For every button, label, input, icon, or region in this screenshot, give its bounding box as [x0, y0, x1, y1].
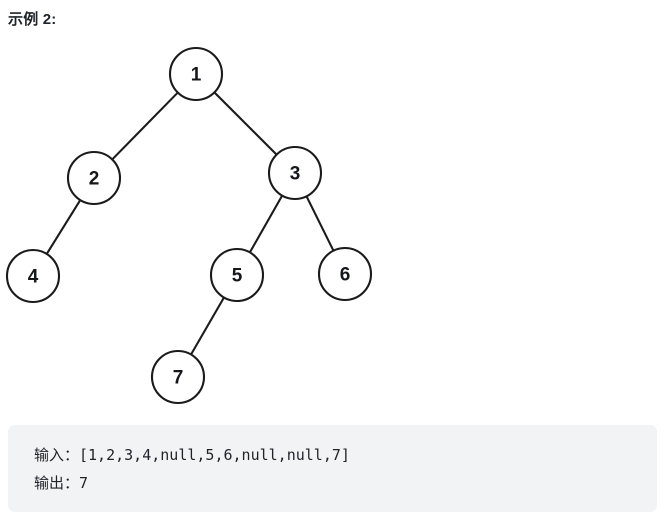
tree-node-1: 1	[168, 46, 224, 102]
tree-node-label-4: 4	[28, 267, 39, 288]
tree-edge-n1-n3	[213, 91, 278, 156]
tree-node-7: 7	[150, 349, 206, 405]
tree-node-label-6: 6	[340, 265, 351, 286]
tree-node-label-7: 7	[173, 368, 184, 389]
tree-node-label-1: 1	[191, 65, 202, 86]
tree-node-4: 4	[5, 248, 61, 304]
tree-node-circle-4	[5, 248, 61, 304]
tree-node-label-5: 5	[232, 266, 243, 287]
tree-nodes-group: 1 2 3 4 5 6 7	[5, 46, 373, 405]
tree-node-circle-2	[66, 150, 122, 206]
example-code-box: 输入：[1,2,3,4,null,5,6,null,null,7] 输出：7	[8, 425, 657, 512]
tree-node-label-2: 2	[89, 169, 100, 190]
page-title: 示例 2:	[8, 11, 57, 28]
tree-edge-n5-n7	[189, 296, 226, 356]
tree-node-circle-6	[317, 246, 373, 302]
tree-node-circle-5	[209, 247, 265, 303]
example-output-line: 输出：7	[34, 474, 89, 492]
tree-edge-n3-n5	[248, 194, 284, 254]
tree-node-5: 5	[209, 247, 265, 303]
tree-node-circle-1	[168, 46, 224, 102]
tree-node-label-3: 3	[290, 164, 301, 185]
tree-edge-n2-n4	[45, 199, 82, 255]
binary-tree-svg: 1 2 3 4 5 6 7	[5, 46, 373, 405]
tree-node-2: 2	[66, 150, 122, 206]
binary-tree-figure: 1 2 3 4 5 6 7	[0, 30, 672, 420]
tree-node-3: 3	[267, 145, 323, 201]
tree-edge-n1-n2	[111, 91, 179, 161]
tree-node-6: 6	[317, 246, 373, 302]
tree-edge-n3-n6	[305, 195, 335, 252]
example-input-line: 输入：[1,2,3,4,null,5,6,null,null,7]	[34, 446, 350, 464]
tree-node-circle-3	[267, 145, 323, 201]
tree-node-circle-7	[150, 349, 206, 405]
tree-edges-group	[45, 91, 335, 356]
